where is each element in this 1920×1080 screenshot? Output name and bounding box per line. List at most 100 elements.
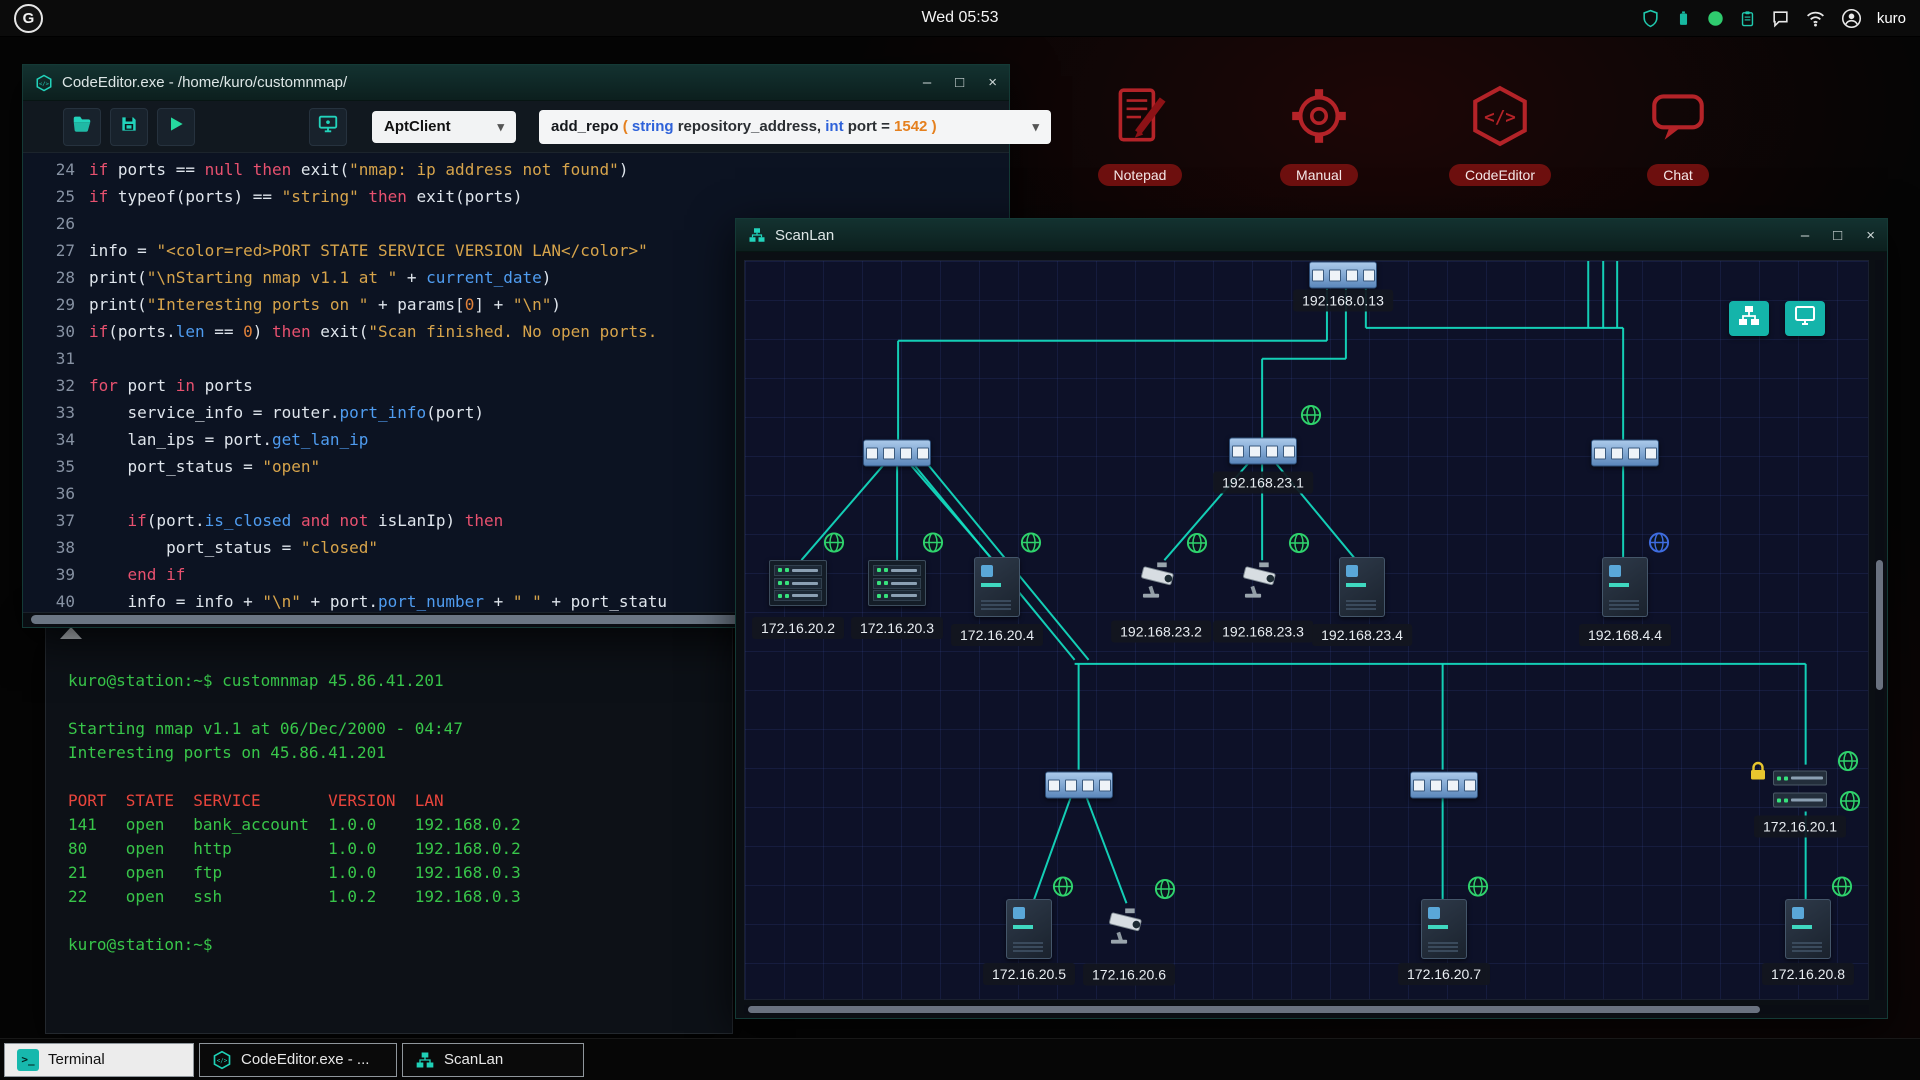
network-node-192.168.23.2[interactable]: 192.168.23.2 — [1136, 562, 1186, 605]
switch-icon — [863, 440, 931, 467]
taskbar-item-codeeditor[interactable]: </>CodeEditor.exe - ... — [199, 1043, 397, 1077]
network-node-192.168.4.4[interactable]: 192.168.4.4 — [1602, 557, 1648, 617]
network-node-172.16.20.5[interactable]: 172.16.20.5 — [1006, 899, 1052, 959]
terminal-line: Interesting ports on 45.86.41.201 — [68, 741, 710, 765]
signature-token: port = — [848, 118, 894, 135]
computer-tower-icon — [1006, 899, 1052, 959]
minimize-button[interactable]: – — [1801, 228, 1809, 243]
remote-screen-icon — [317, 113, 339, 140]
network-node[interactable] — [1045, 772, 1113, 799]
open-folder-icon — [71, 113, 93, 140]
network-node-192.168.23.1[interactable]: 192.168.23.1 — [1229, 438, 1297, 465]
svg-text:</>: </> — [1484, 108, 1516, 128]
terminal-line: kuro@station:~$ — [68, 933, 710, 957]
node-ip-label: 192.168.23.1 — [1213, 471, 1313, 493]
vertical-scrollbar — [1875, 260, 1884, 1000]
computer-tower-icon — [1339, 557, 1385, 617]
desktop-icon-notepad[interactable]: Notepad — [1074, 83, 1206, 186]
network-node-172.16.20.3[interactable]: 172.16.20.3 — [868, 560, 926, 606]
network-node-172.16.20.6[interactable]: 172.16.20.6 — [1104, 908, 1154, 951]
network-node[interactable] — [863, 440, 931, 467]
network-node-172.16.20.7[interactable]: 172.16.20.7 — [1421, 899, 1467, 959]
line-number: 25 — [23, 183, 89, 210]
globe-green-icon — [823, 531, 846, 559]
network-node-192.168.23.4[interactable]: 192.168.23.4 — [1339, 557, 1385, 617]
globe-green-icon — [1186, 531, 1209, 559]
lan-topology-button[interactable] — [1729, 301, 1769, 336]
scrollbar-thumb[interactable] — [31, 615, 741, 624]
network-node-192.168.23.3[interactable]: 192.168.23.3 — [1238, 562, 1288, 605]
network-node[interactable] — [1410, 772, 1478, 799]
line-number: 33 — [23, 399, 89, 426]
scanlan-titlebar[interactable]: ScanLan –□× — [736, 219, 1887, 252]
chevron-down-icon: ▾ — [1032, 119, 1039, 135]
taskbar-item-terminal[interactable]: >_Terminal — [4, 1043, 194, 1077]
library-dropdown[interactable]: AptClient ▾ — [372, 111, 516, 143]
desktop-icon-manual[interactable]: Manual — [1253, 83, 1385, 186]
desktop-icon-label: Notepad — [1098, 164, 1183, 186]
globe-green-icon — [1288, 531, 1311, 559]
taskbar: >_Terminal</>CodeEditor.exe - ...ScanLan — [0, 1038, 1920, 1080]
remote-desktop-button[interactable] — [1785, 301, 1825, 336]
user-icon[interactable] — [1841, 8, 1862, 29]
desktop-icon-label: Chat — [1647, 164, 1709, 186]
desktop-icon-codeeditor[interactable]: </> CodeEditor — [1434, 83, 1566, 186]
terminal-line: 22 open ssh 1.0.2 192.168.0.3 — [68, 885, 710, 909]
close-button[interactable]: × — [988, 75, 997, 90]
function-signature-dropdown[interactable]: add_repo ( string repository_address, in… — [539, 110, 1051, 144]
window-title: CodeEditor.exe - /home/kuro/customnmap/ — [62, 74, 347, 91]
maximize-button[interactable]: □ — [1833, 228, 1842, 243]
wifi-icon[interactable] — [1805, 8, 1826, 29]
computer-tower-icon — [974, 557, 1020, 617]
desktop-icon-chat[interactable]: Chat — [1612, 83, 1744, 186]
scanlan-icon — [415, 1050, 435, 1070]
remote-desktop-icon — [1793, 304, 1817, 333]
status-dot-icon[interactable] — [1707, 10, 1724, 27]
switch-icon — [1410, 772, 1478, 799]
maximize-button[interactable]: □ — [955, 75, 964, 90]
network-node-172.16.20.8[interactable]: 172.16.20.8 — [1785, 899, 1831, 959]
battery-icon[interactable] — [1675, 8, 1692, 29]
open-folder-button[interactable] — [63, 108, 101, 146]
computer-tower-icon — [1785, 899, 1831, 959]
code-editor-titlebar[interactable]: </> CodeEditor.exe - /home/kuro/customnm… — [23, 65, 1009, 101]
signature-token: add_repo — [551, 118, 623, 135]
terminal-output[interactable]: kuro@station:~$ customnmap 45.86.41.201 … — [46, 621, 732, 1033]
horizontal-scrollbar — [744, 1005, 1869, 1014]
network-node[interactable] — [1591, 440, 1659, 467]
network-node-172.16.20.2[interactable]: 172.16.20.2 — [769, 560, 827, 606]
run-button[interactable] — [157, 108, 195, 146]
codeeditor-icon: </> — [1467, 83, 1533, 154]
clipboard-icon[interactable] — [1739, 8, 1756, 29]
camera-icon — [1238, 562, 1288, 600]
switch-icon — [1045, 772, 1113, 799]
chat-icon[interactable] — [1771, 8, 1790, 29]
network-canvas[interactable]: 192.168.0.13 192.168.23.1 172.16.20.2 172.1… — [744, 260, 1869, 1000]
network-node-192.168.0.13[interactable]: 192.168.0.13 — [1309, 262, 1377, 289]
close-button[interactable]: × — [1866, 228, 1875, 243]
camera-icon — [1136, 562, 1186, 600]
os-logo-icon[interactable]: G — [14, 4, 43, 33]
shield-icon[interactable] — [1641, 8, 1660, 29]
signature-token: int — [825, 118, 848, 135]
terminal-line: 141 open bank_account 1.0.0 192.168.0.2 — [68, 813, 710, 837]
network-node-172.16.20.1[interactable]: 172.16.20.1 — [1773, 771, 1827, 808]
chevron-down-icon: ▾ — [497, 119, 504, 135]
scrollbar-thumb[interactable] — [748, 1006, 1760, 1013]
network-node-172.16.20.4[interactable]: 172.16.20.4 — [974, 557, 1020, 617]
scrollbar-thumb[interactable] — [1876, 560, 1883, 690]
globe-green-icon — [1831, 875, 1854, 903]
desktop-icon-label: Manual — [1280, 164, 1358, 186]
minimize-button[interactable]: – — [923, 75, 931, 90]
globe-green-icon — [922, 531, 945, 559]
window-controls: – □ × — [923, 75, 997, 90]
computer-tower-icon — [1421, 899, 1467, 959]
lock-icon — [1748, 760, 1768, 787]
notepad-icon — [1107, 83, 1173, 154]
node-ip-label: 192.168.23.2 — [1111, 620, 1211, 642]
terminal-line: Starting nmap v1.1 at 06/Dec/2000 - 04:4… — [68, 717, 710, 741]
remote-screen-button[interactable] — [309, 108, 347, 146]
terminal-line: kuro@station:~$ customnmap 45.86.41.201 — [68, 669, 710, 693]
save-button[interactable] — [110, 108, 148, 146]
taskbar-item-scanlan[interactable]: ScanLan — [402, 1043, 584, 1077]
